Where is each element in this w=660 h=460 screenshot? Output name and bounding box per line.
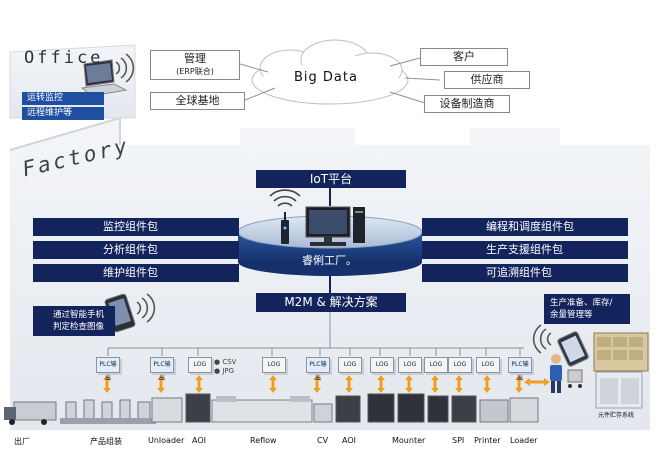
- router-icon: [281, 212, 289, 244]
- mounter-2: [397, 393, 425, 423]
- double-arrow-icon: [455, 375, 463, 393]
- platform-label: 睿俐工厂。: [302, 254, 357, 267]
- data-arrows: [103, 375, 550, 393]
- label-aoi-2: AOI: [342, 436, 356, 445]
- iot-platform-bar: IoT平台: [256, 170, 406, 188]
- double-arrow-icon: [515, 375, 523, 393]
- loader-machine-a: [479, 399, 509, 423]
- laptop-icon: [80, 59, 128, 97]
- box-management: 管理 (ERP联合): [150, 50, 240, 80]
- package-monitoring: 监控组件包: [33, 218, 239, 236]
- log-tag: LOG: [338, 357, 362, 373]
- double-arrow-icon: [431, 375, 439, 393]
- storage-system-label: 元件贮存系统: [598, 412, 635, 419]
- label-reflow: Reflow: [250, 436, 277, 445]
- horizontal-arrow-icon: [524, 378, 550, 386]
- smartphone-text-line1: 通过智能手机: [53, 310, 105, 320]
- computer-icon: [305, 206, 365, 246]
- double-arrow-icon: [157, 375, 165, 393]
- smartphone-text-line2: 判定检查图像: [53, 322, 105, 332]
- plc-output-tag: PLC输出: [150, 357, 174, 382]
- log-tag: LOG: [262, 357, 286, 373]
- double-arrow-icon: [269, 375, 277, 393]
- box-management-line1: 管理: [184, 52, 206, 65]
- label-mounter: Mounter: [392, 436, 426, 445]
- csv-format-label: ● CSV: [214, 358, 237, 366]
- package-production-support: 生产支援组件包: [422, 241, 628, 259]
- log-tag: LOG: [448, 357, 472, 373]
- cv-conveyor: [313, 403, 333, 423]
- log-tag: LOG: [424, 357, 448, 373]
- storage-system-icon: [595, 371, 643, 409]
- smartphone-text-box: 通过智能手机 判定检查图像: [33, 306, 115, 336]
- inventory-text-line1: 生产准备、库存/: [550, 298, 613, 308]
- big-data-label: Big Data: [294, 70, 358, 85]
- double-arrow-icon: [195, 375, 203, 393]
- reflow-oven: [211, 399, 313, 423]
- inventory-text-box: 生产准备、库存/ 余量管理等: [544, 294, 630, 324]
- worker-icon: [550, 354, 562, 393]
- tablet-icon: [557, 331, 589, 367]
- plc-output-tag: PLC输出: [96, 357, 120, 382]
- plc-output-tag: PLC输出: [306, 357, 330, 382]
- plc-output-tag: PLC输出: [508, 357, 532, 382]
- label-cv: CV: [317, 436, 329, 445]
- office-item-monitoring: 运转监控: [22, 92, 104, 105]
- wifi-icon-worker: [532, 324, 552, 354]
- network-lines: [107, 312, 524, 356]
- double-arrow-icon: [483, 375, 491, 393]
- wifi-icon-office: [115, 53, 135, 83]
- box-customer: 客户: [420, 48, 508, 66]
- label-aoi-1: AOI: [192, 436, 206, 445]
- wifi-icon-platform: [269, 189, 301, 207]
- double-arrow-icon: [313, 375, 321, 393]
- double-arrow-icon: [405, 375, 413, 393]
- cloud-connectors: [239, 57, 441, 104]
- inventory-text-line2: 余量管理等: [550, 310, 593, 320]
- log-tag: LOG: [370, 357, 394, 373]
- m2m-solution-bar: M2M & 解决方案: [256, 293, 406, 312]
- double-arrow-icon: [103, 375, 111, 393]
- package-maintenance: 维护组件包: [33, 264, 239, 282]
- label-spi: SPI: [452, 436, 465, 445]
- log-tag: LOG: [476, 357, 500, 373]
- label-unloader: Unloader: [148, 436, 185, 445]
- printer-machine: [451, 395, 477, 423]
- label-loader: Loader: [510, 436, 538, 445]
- package-analysis: 分析组件包: [33, 241, 239, 259]
- label-assembly: 产品组装: [90, 437, 122, 446]
- double-arrow-icon: [345, 375, 353, 393]
- package-programming: 编程和调度组件包: [422, 218, 628, 236]
- office-item-remote: 远程维护等: [22, 107, 104, 120]
- package-traceability: 可追溯组件包: [422, 264, 628, 282]
- spi-machine: [427, 395, 449, 423]
- cart-icon: [567, 369, 583, 388]
- production-line: [4, 393, 539, 425]
- double-arrow-icon: [377, 375, 385, 393]
- log-tag: LOG: [398, 357, 422, 373]
- label-shipping: 出厂: [14, 437, 30, 446]
- office-title: Office: [24, 48, 104, 68]
- aoi-machine-1: [185, 393, 211, 423]
- big-data-cloud: [251, 39, 409, 105]
- aoi-machine-2: [335, 395, 361, 423]
- label-printer: Printer: [474, 436, 501, 445]
- loader-machine-b: [509, 397, 539, 423]
- box-supplier: 供应商: [444, 71, 530, 89]
- box-global-base: 全球基地: [150, 92, 245, 110]
- wifi-icon-phone: [136, 293, 156, 323]
- box-equipment-maker: 设备制造商: [424, 95, 510, 113]
- mounter-1: [367, 393, 395, 423]
- unloader-machine: [151, 397, 183, 423]
- box-management-line2: (ERP联合): [176, 67, 214, 76]
- jpg-format-label: ● JPG: [214, 367, 235, 375]
- parts-shelf: [593, 332, 649, 372]
- truck-icon: [4, 401, 57, 425]
- log-tag: LOG: [188, 357, 212, 373]
